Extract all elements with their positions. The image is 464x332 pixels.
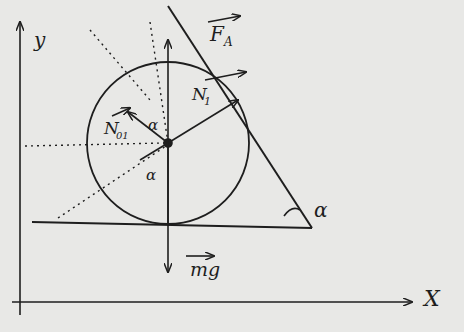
force-subscript: 01	[116, 131, 129, 141]
vector-bar	[208, 16, 240, 22]
guide-line	[25, 143, 164, 146]
guide-line	[58, 146, 166, 218]
angle-arc	[284, 208, 300, 216]
axis-label: X	[424, 288, 440, 310]
angle-label: α	[146, 168, 156, 183]
n01-arrow	[128, 112, 168, 143]
n1-arrow	[168, 100, 238, 143]
fa-arrow	[205, 72, 246, 80]
guide-line	[90, 30, 150, 100]
force-subscript: 1	[204, 96, 211, 107]
x-axis	[12, 301, 412, 303]
force-label: F	[210, 24, 224, 44]
vector-bar	[186, 255, 214, 257]
force-label: mg	[190, 260, 220, 279]
incline-line	[168, 6, 312, 228]
gravity-arrow	[167, 143, 169, 272]
axis-label: y	[34, 30, 45, 50]
angle-label: α	[314, 200, 328, 220]
angle-label: α	[148, 118, 158, 133]
y-axis	[19, 22, 21, 315]
vector-bar	[112, 108, 130, 116]
floor-line	[32, 222, 312, 228]
angle-side	[140, 143, 168, 160]
force-subscript: A	[224, 36, 233, 48]
